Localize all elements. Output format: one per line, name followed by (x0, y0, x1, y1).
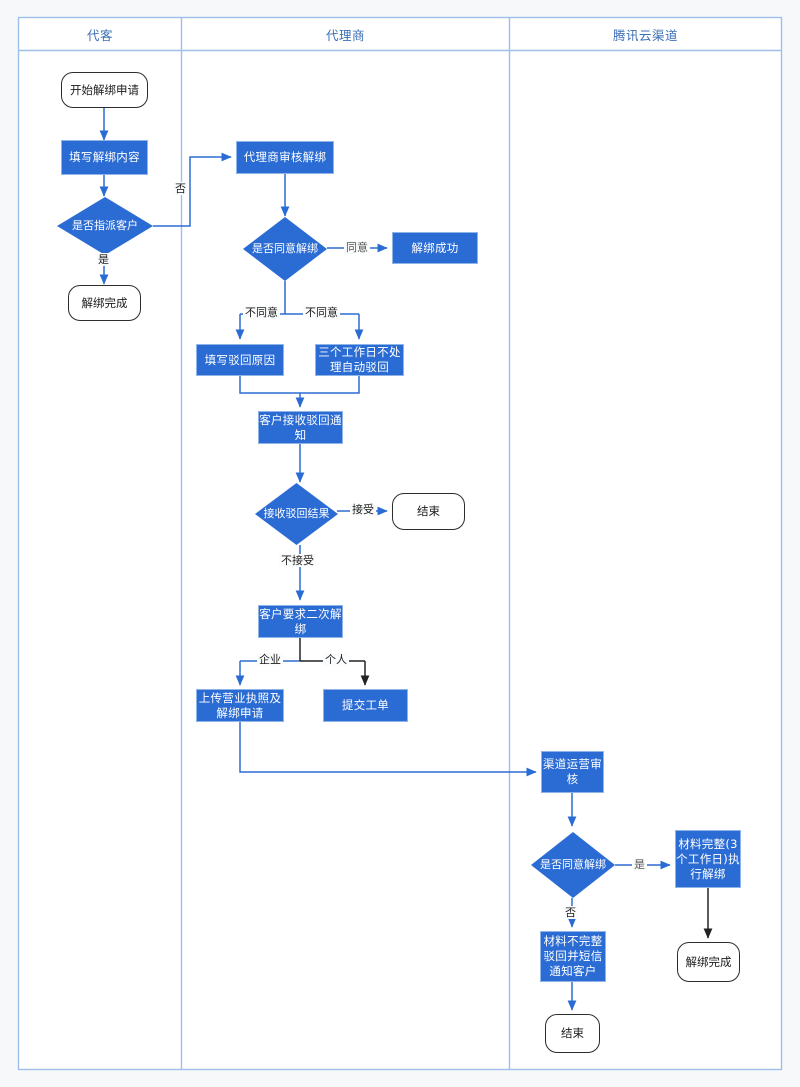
edge-label-no-assign: 否 (173, 182, 188, 195)
node-agent-review-unbind[interactable]: 代理商审核解绑 (236, 141, 334, 174)
node-upload-business-license[interactable]: 上传营业执照及解绑申请 (196, 689, 284, 722)
edge-label-yes-material: 是 (632, 858, 647, 871)
edge-label-accept: 接受 (350, 503, 376, 516)
node-agree-unbind-decision-2[interactable]: 是否同意解绑 (531, 832, 615, 898)
node-start-apply[interactable]: 开始解绑申请 (61, 72, 148, 108)
edge-label-yes-assign: 是 (96, 253, 111, 266)
node-material-incomplete-reject-sms[interactable]: 材料不完整驳回并短信通知客户 (540, 931, 606, 982)
node-customer-request-second-unbind[interactable]: 客户要求二次解绑 (258, 605, 343, 638)
lane-header-customer: 代客 (86, 27, 113, 43)
edge-label-agree: 同意 (344, 241, 370, 254)
node-end-2[interactable]: 结束 (545, 1014, 600, 1053)
node-unbind-complete-2[interactable]: 解绑完成 (677, 942, 740, 982)
node-agree-unbind-decision[interactable]: 是否同意解绑 (243, 217, 327, 281)
node-unbind-complete-1[interactable]: 解绑完成 (68, 285, 141, 321)
node-fill-unbind-content[interactable]: 填写解绑内容 (61, 140, 148, 175)
decision-label: 是否指派客户 (72, 219, 138, 232)
decision-label: 是否同意解绑 (252, 242, 318, 255)
edge-label-disagree-right: 不同意 (303, 306, 340, 319)
edge-label-personal: 个人 (323, 653, 349, 666)
node-material-complete-execute-unbind[interactable]: 材料完整(3个工作日)执行解绑 (675, 830, 741, 888)
node-submit-ticket[interactable]: 提交工单 (323, 689, 408, 722)
decision-label: 是否同意解绑 (540, 858, 606, 871)
lane-header-agent: 代理商 (325, 27, 365, 43)
edge-label-not-accept: 不接受 (279, 554, 316, 567)
node-channel-operation-review[interactable]: 渠道运营审核 (541, 751, 604, 793)
node-receive-reject-result-decision[interactable]: 接收驳回结果 (255, 483, 338, 545)
lane-header-tencent: 腾讯云渠道 (612, 27, 678, 43)
node-fill-reject-reason[interactable]: 填写驳回原因 (196, 344, 284, 376)
decision-label: 接收驳回结果 (263, 507, 330, 520)
node-auto-reject-3-days[interactable]: 三个工作日不处理自动驳回 (315, 344, 404, 376)
edge-label-enterprise: 企业 (257, 653, 283, 666)
node-assign-customer-decision[interactable]: 是否指派客户 (57, 197, 153, 255)
node-end-1[interactable]: 结束 (392, 493, 465, 530)
node-unbind-success[interactable]: 解绑成功 (392, 232, 478, 264)
node-customer-receive-reject-notice[interactable]: 客户接收驳回通知 (258, 411, 343, 444)
edge-label-disagree-left: 不同意 (243, 306, 280, 319)
edge-label-no-material: 否 (563, 906, 578, 919)
